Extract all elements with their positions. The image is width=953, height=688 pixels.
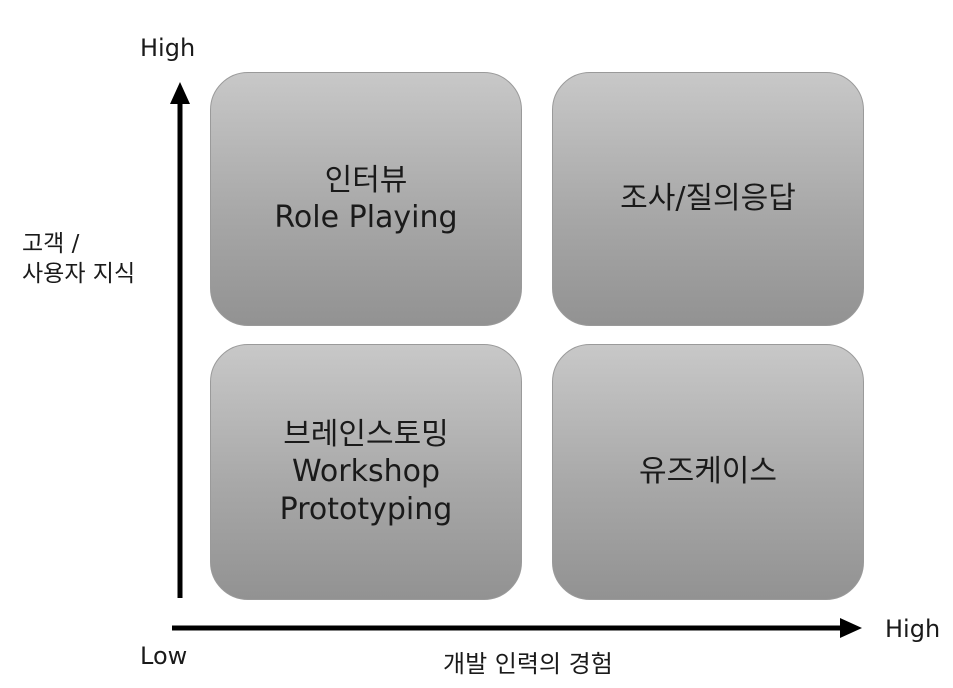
y-axis-title-line-2: 사용자 지식: [22, 260, 136, 287]
quadrant-top-right: 조사/질의응답: [552, 72, 864, 326]
y-axis-title-line-1: 고객 /: [22, 231, 80, 257]
quadrant-bottom-right: 유즈케이스: [552, 344, 864, 600]
quadrant-text: 조사/질의응답: [620, 181, 796, 217]
quadrant-text: 인터뷰: [324, 162, 408, 198]
quadrant-text: Role Playing: [274, 200, 458, 235]
quadrant-bottom-left: 브레인스토밍 Workshop Prototyping: [210, 344, 522, 600]
x-axis-title: 개발 인력의 경험: [443, 650, 613, 678]
y-axis-arrowhead: [170, 82, 190, 104]
quadrant-text: Prototyping: [279, 491, 453, 527]
x-axis-high-label: High: [885, 615, 941, 643]
origin-low-label: Low: [140, 642, 188, 670]
x-axis-arrowhead: [840, 618, 862, 638]
quadrant-text: 유즈케이스: [639, 454, 777, 490]
y-axis-title: 고객 / 사용자 지식: [22, 230, 135, 290]
quadrant-text: 브레인스토밍: [283, 416, 449, 452]
quadrant-text: Workshop: [291, 454, 440, 490]
quadrant-top-left: 인터뷰 Role Playing: [210, 72, 522, 326]
y-axis-high-label: High: [140, 34, 196, 62]
